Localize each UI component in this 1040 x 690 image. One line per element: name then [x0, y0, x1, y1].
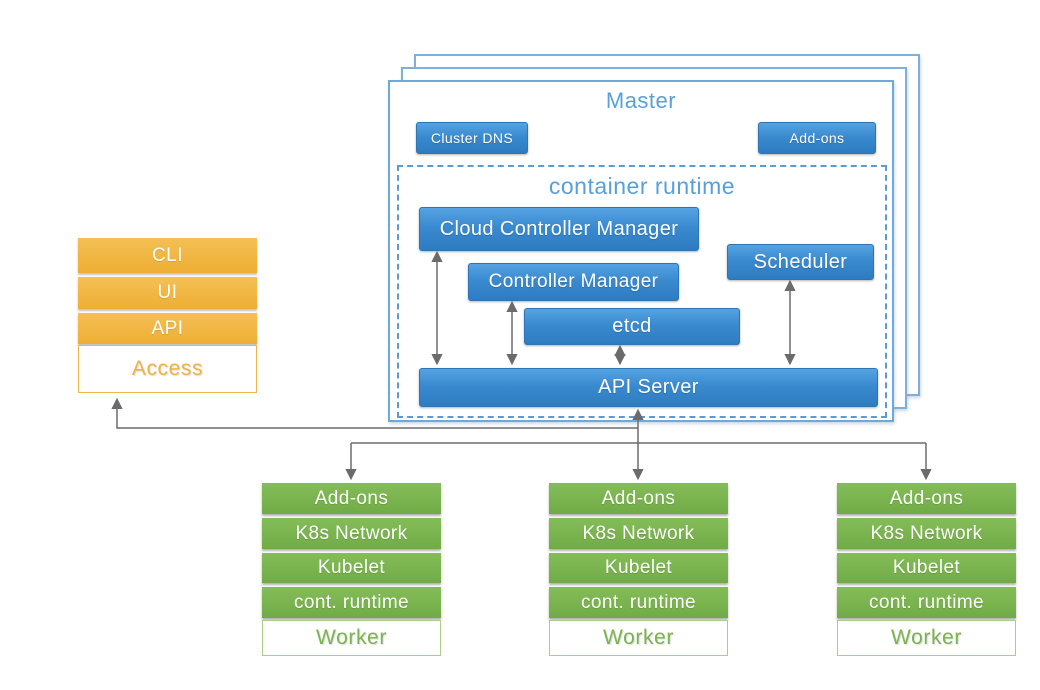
container-runtime-box: container runtime Cloud Controller Manag… — [397, 165, 887, 418]
access-layer-ui: UI — [78, 277, 257, 309]
access-layer-cli: CLI — [78, 238, 257, 273]
worker2-addons: Add-ons — [549, 483, 728, 514]
worker2-label-box: Worker — [549, 620, 728, 656]
access-layer-api: API — [78, 313, 257, 344]
worker1-kubelet: Kubelet — [262, 553, 441, 583]
worker3-k8s-network: K8s Network — [837, 518, 1016, 549]
container-runtime-title: container runtime — [548, 173, 736, 199]
master-addons-box: Add-ons — [758, 122, 876, 154]
worker3-cont-runtime: cont. runtime — [837, 587, 1016, 618]
worker-node-2: Add-ons K8s Network Kubelet cont. runtim… — [549, 483, 728, 656]
scheduler-box: Scheduler — [727, 244, 874, 280]
cluster-dns-box: Cluster DNS — [416, 122, 528, 154]
worker2-cont-runtime: cont. runtime — [549, 587, 728, 618]
worker1-addons: Add-ons — [262, 483, 441, 514]
worker1-cont-runtime: cont. runtime — [262, 587, 441, 618]
worker1-k8s-network: K8s Network — [262, 518, 441, 549]
controller-manager-box: Controller Manager — [468, 263, 679, 301]
worker1-label-box: Worker — [262, 620, 441, 656]
worker3-kubelet: Kubelet — [837, 553, 1016, 583]
worker3-label-box: Worker — [837, 620, 1016, 656]
worker-node-1: Add-ons K8s Network Kubelet cont. runtim… — [262, 483, 441, 656]
master-title: Master — [605, 88, 677, 113]
worker-node-3: Add-ons K8s Network Kubelet cont. runtim… — [837, 483, 1016, 656]
api-server-box: API Server — [419, 368, 878, 407]
worker3-addons: Add-ons — [837, 483, 1016, 514]
master-node-box: Master Cluster DNS Add-ons container run… — [388, 80, 894, 422]
worker2-k8s-network: K8s Network — [549, 518, 728, 549]
etcd-box: etcd — [524, 308, 740, 345]
access-label-box: Access — [78, 345, 257, 393]
worker2-kubelet: Kubelet — [549, 553, 728, 583]
cloud-controller-manager-box: Cloud Controller Manager — [419, 207, 699, 251]
